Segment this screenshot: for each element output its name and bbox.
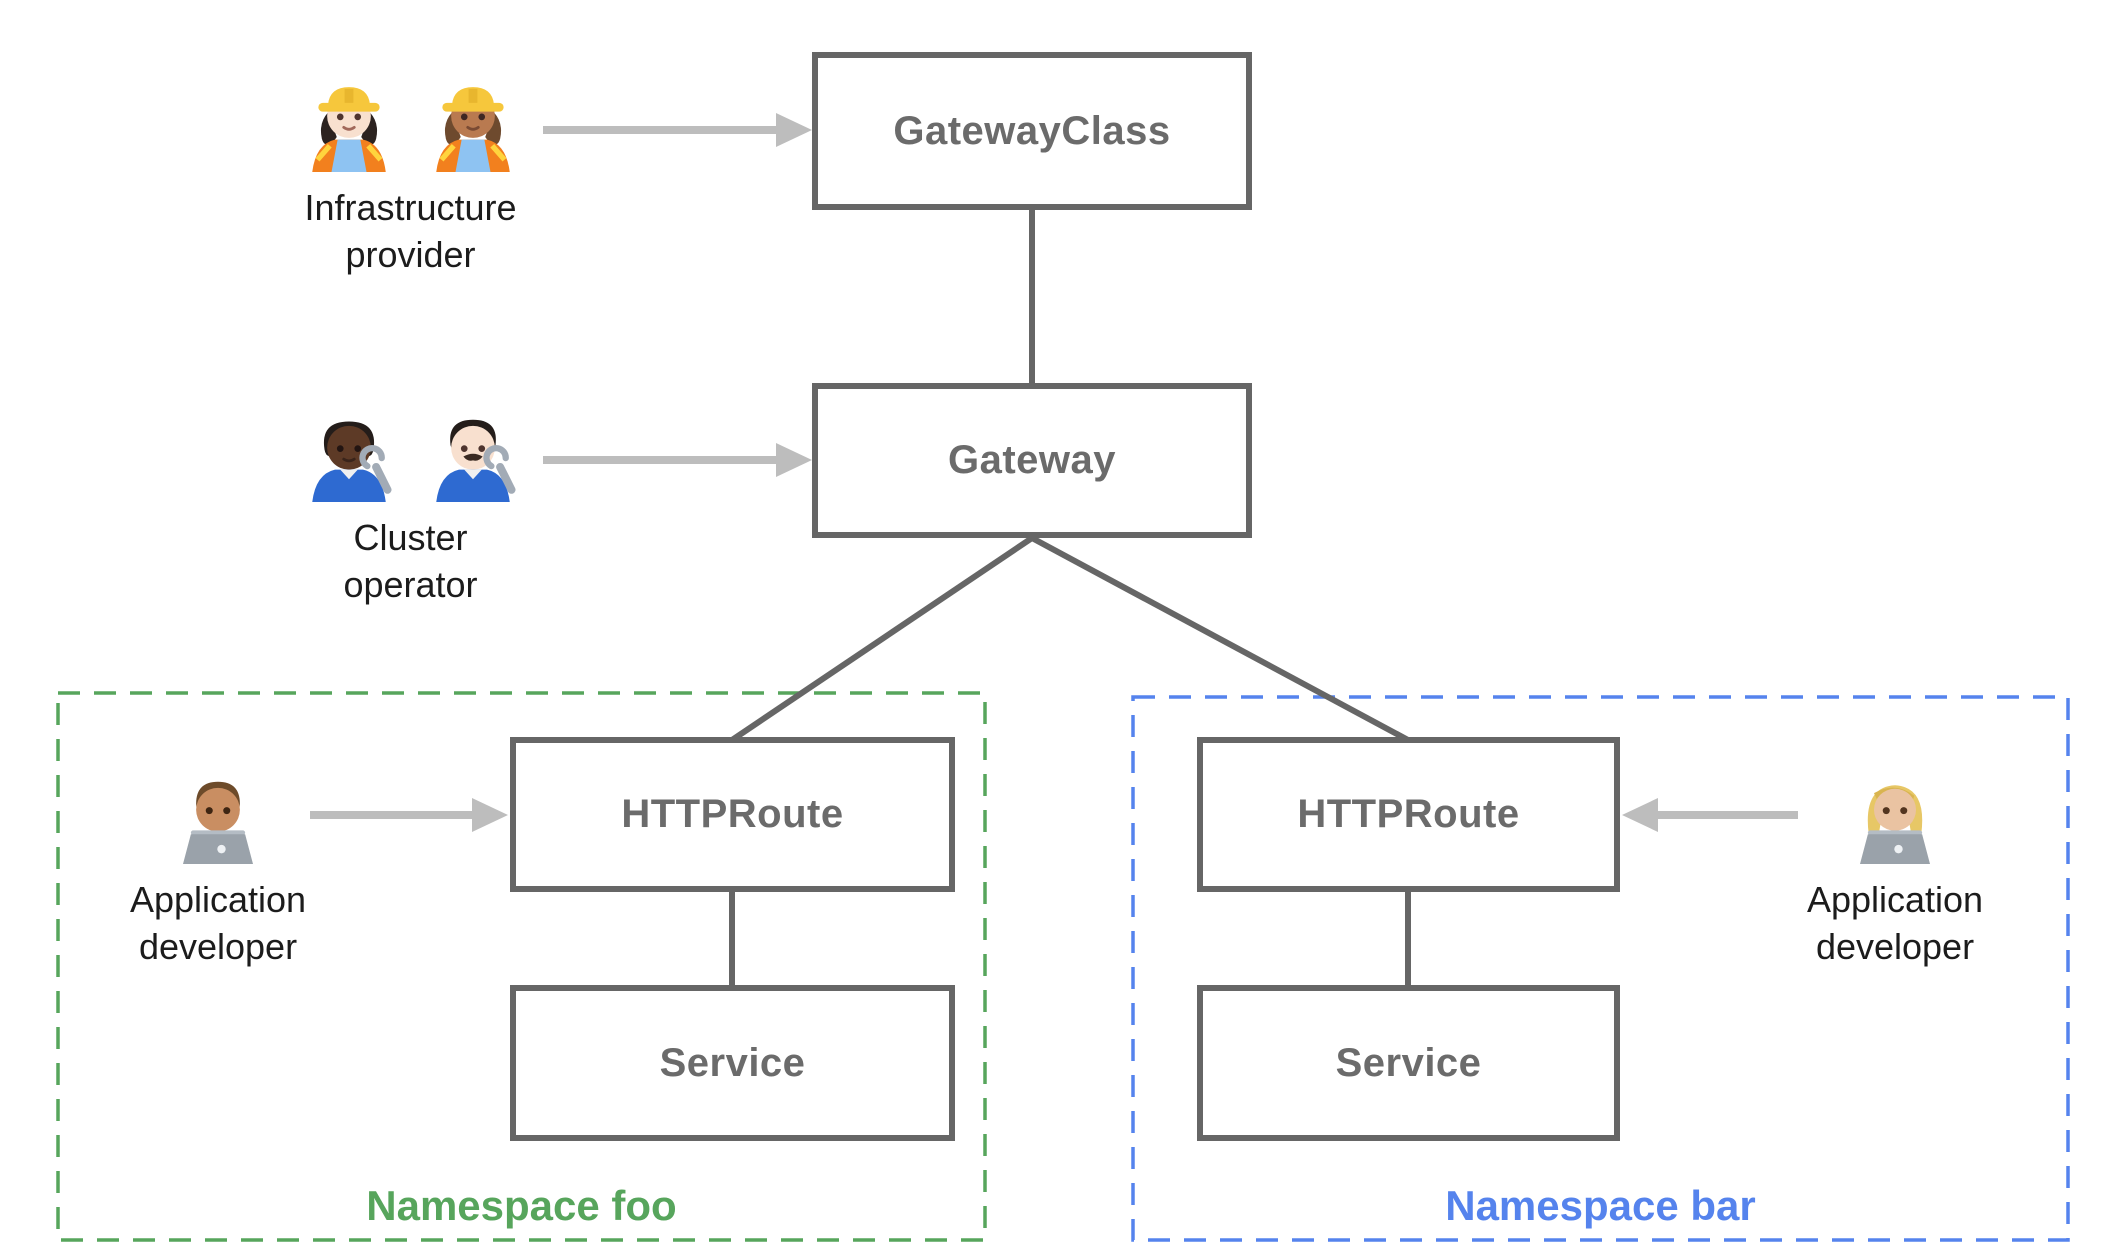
namespace-foo-outline bbox=[56, 691, 987, 1242]
application-developer-bar-label-line1: Application bbox=[1806, 879, 1984, 920]
node-httproute-foo-label: HTTPRoute bbox=[621, 792, 844, 836]
application-developer-bar-label: Application developer bbox=[1807, 876, 1983, 970]
node-httproute-bar-label: HTTPRoute bbox=[1297, 792, 1520, 836]
infrastructure-provider-label-line2: provider bbox=[345, 234, 476, 275]
woman-construction-worker-light-skin-icon bbox=[311, 87, 386, 172]
application-developer-foo-label: Application developer bbox=[130, 876, 306, 970]
persona-infrastructure-provider: Infrastructure provider bbox=[238, 60, 583, 278]
application-developer-foo-label-line1: Application bbox=[129, 879, 307, 920]
namespace-bar-outline bbox=[1131, 695, 2070, 1242]
namespace-bar-label: Namespace bar bbox=[1445, 1182, 1756, 1229]
node-service-bar: Service bbox=[1197, 985, 1620, 1141]
woman-technologist-icon bbox=[1860, 785, 1930, 864]
cluster-operator-label-line2: operator bbox=[343, 564, 478, 605]
application-developer-foo-label-line2: developer bbox=[138, 926, 298, 967]
mechanic-dark-skin-icon bbox=[311, 421, 392, 502]
node-service-bar-label: Service bbox=[1335, 1040, 1482, 1085]
connector-gateway-httproute-foo bbox=[730, 535, 1034, 743]
man-technologist-icon bbox=[183, 781, 253, 864]
infrastructure-provider-icons bbox=[293, 60, 529, 172]
application-developer-bar-label-line2: developer bbox=[1815, 926, 1975, 967]
arrow-cluster-operator-to-gateway bbox=[543, 443, 812, 477]
persona-cluster-operator: Cluster operator bbox=[238, 390, 583, 608]
application-developer-bar-icons bbox=[1839, 752, 1951, 864]
node-httproute-bar: HTTPRoute bbox=[1197, 737, 1620, 892]
infrastructure-provider-label: Infrastructure provider bbox=[304, 184, 516, 278]
arrow-app-developer-to-httproute-bar bbox=[1622, 798, 1798, 832]
namespace-foo-label: Namespace foo bbox=[366, 1182, 677, 1229]
node-gatewayclass-label: GatewayClass bbox=[893, 108, 1171, 153]
node-service-foo: Service bbox=[510, 985, 955, 1141]
node-gatewayclass: GatewayClass bbox=[812, 52, 1252, 210]
application-developer-foo-icons bbox=[162, 752, 274, 864]
persona-application-developer-foo: Application developer bbox=[73, 752, 363, 970]
node-httproute-foo: HTTPRoute bbox=[510, 737, 955, 892]
node-service-foo-label: Service bbox=[659, 1040, 806, 1085]
node-gateway-label: Gateway bbox=[947, 438, 1117, 482]
man-mechanic-light-skin-icon bbox=[435, 419, 516, 502]
cluster-operator-label-line1: Cluster bbox=[353, 517, 468, 558]
connector-gateway-httproute-bar bbox=[1030, 535, 1410, 743]
persona-application-developer-bar: Application developer bbox=[1750, 752, 2040, 970]
cluster-operator-label: Cluster operator bbox=[343, 514, 477, 608]
cluster-operator-icons bbox=[293, 390, 529, 502]
arrow-app-developer-to-httproute-foo bbox=[310, 798, 508, 832]
infrastructure-provider-label-line1: Infrastructure bbox=[304, 187, 517, 228]
node-gateway: Gateway bbox=[812, 383, 1252, 538]
woman-construction-worker-medium-skin-icon bbox=[435, 87, 510, 172]
arrow-infrastructure-provider-to-gatewayclass bbox=[543, 113, 812, 147]
